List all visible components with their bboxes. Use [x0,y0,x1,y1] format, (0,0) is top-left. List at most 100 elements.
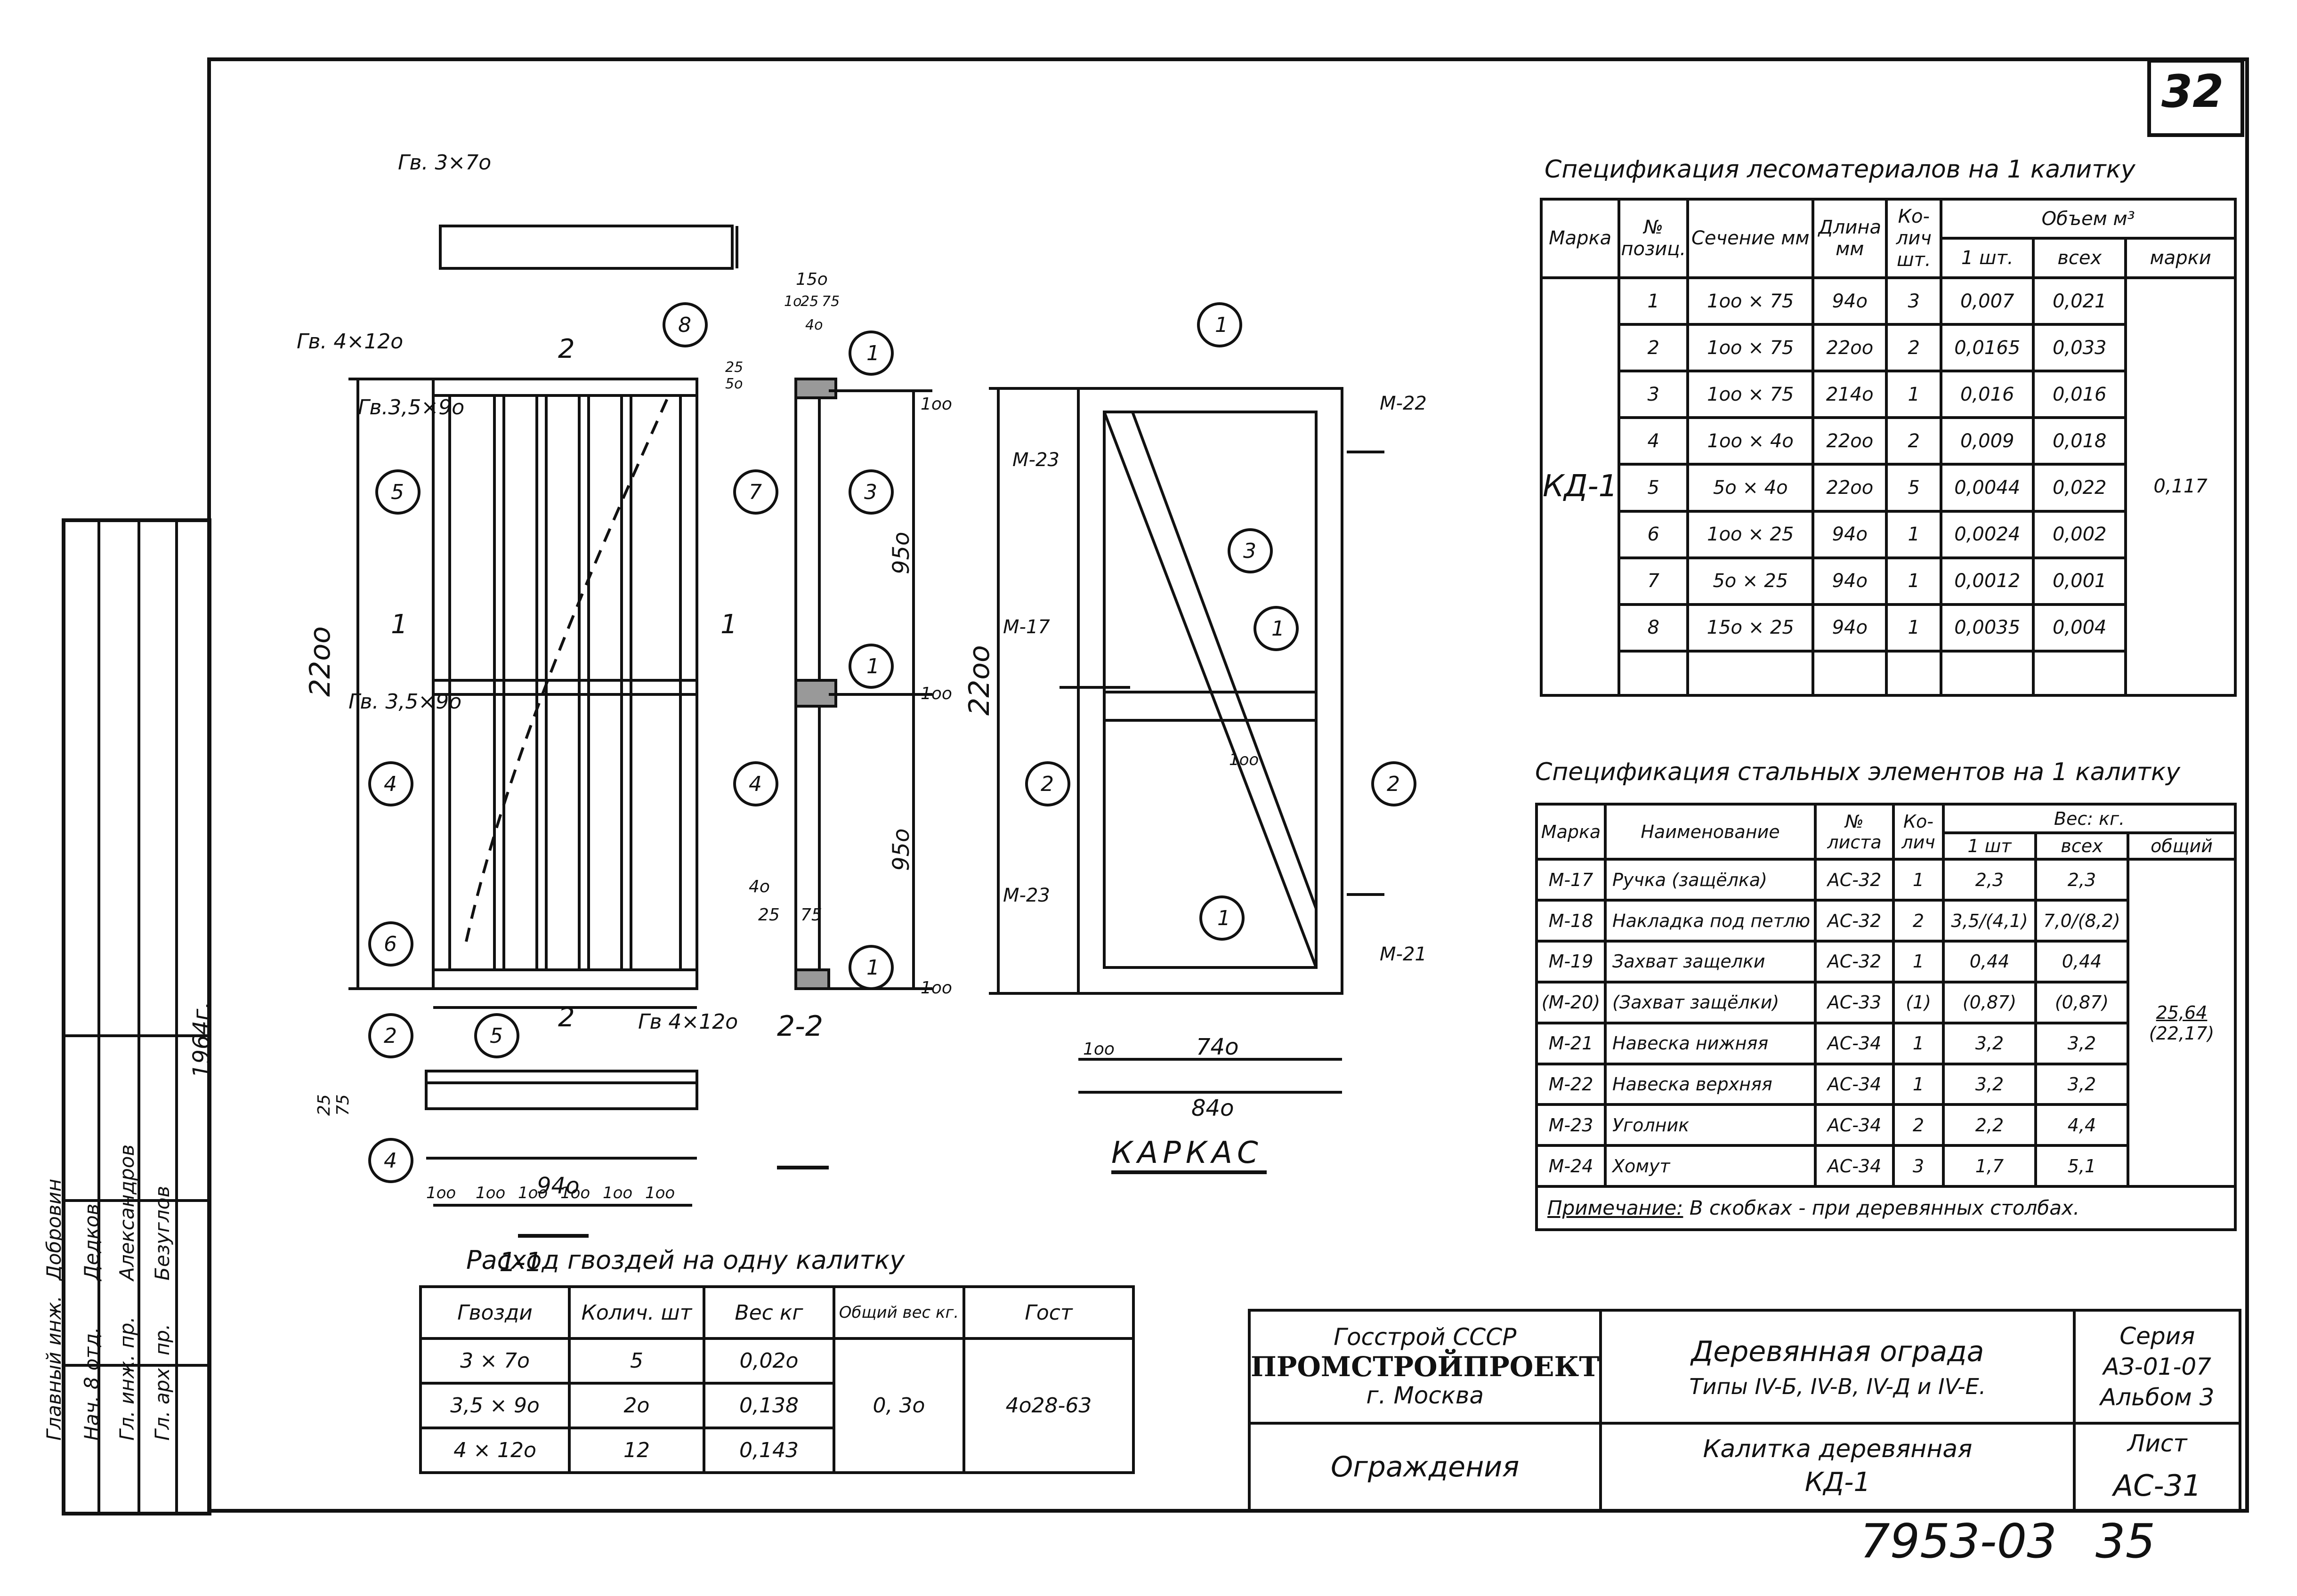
sec11-dim-b: 1оо [476,1184,505,1202]
tb-section: Ограждения [1247,1421,1602,1512]
pos-8: 8 [678,313,691,337]
table-row: 4 × 12о 12 0,143 [419,1427,1133,1474]
cell: 1оо × 75 [1686,323,1815,373]
cell: 0,0024 [1940,509,2035,559]
timber-mark: КД-1 [1539,276,1621,697]
cell: АС-34 [1814,1021,1895,1065]
table-row: 4 1оо × 4о 22оо 2 0,009 0,018 [1541,416,2235,466]
cell: 2 [1892,899,1945,943]
timber-total: 0,117 [2124,276,2237,697]
cell: 2 [1885,323,1943,373]
steel-total: 25,64 [2156,1002,2208,1023]
sec22-dim-75b: 75 [801,905,822,925]
nails-table: Гвозди Колич. шт Вес кг Общий вес кг. Го… [419,1285,1135,1474]
cell: Навеска верхняя [1604,1062,1817,1106]
nails-total: 0, 3о [833,1337,965,1474]
mark-m21: М-21 [1380,943,1427,965]
cell: 1 [1885,556,1943,606]
cell: 0,033 [2032,323,2127,373]
th-volume: Объем м³ [1940,197,2237,240]
cell: 1 [1618,276,1690,326]
tb-sheet: АС-31 [2113,1468,2201,1503]
cell: 12 [568,1427,705,1474]
th-per-piece: 1 шт. [1940,237,2035,279]
th-length: Длина мм [1812,198,1888,279]
timber-spec-title: Спецификация лесоматериалов на 1 калитку [1545,155,2135,184]
mark-m17: М-17 [1003,616,1050,638]
cell: 94о [1812,276,1888,326]
th-steel-all: всех [2034,831,2129,861]
timber-spec-table: Марка № позиц. Сечение мм Длина мм Ко-ли… [1539,197,2237,697]
table-row: М-18 Накладка под петлю АС-32 2 3,5/(4,1… [1535,899,2235,943]
th-nail: Гвозди [419,1285,571,1340]
table-row: (М-20) (Захват защёлки) АС-33 (1) (0,87)… [1535,980,2235,1024]
cell: Ручка (защёлка) [1604,858,1817,902]
mark-m23-top: М-23 [1012,449,1060,471]
sec22-dim-950a: 95о [888,532,914,574]
cell: (Захват защёлки) [1604,980,1817,1024]
sec22-dim-100b: 1оо [921,684,952,703]
cell: 0,44 [1942,940,2037,983]
cell: 1оо × 4о [1686,416,1815,466]
cell: 7,0/(8,2) [2034,899,2129,943]
cell: 5 [1885,463,1943,513]
steel-note-row: Примечание: В скобках - при деревянных с… [1535,1185,2237,1232]
cell: 6 [1618,509,1690,559]
cell: 1 [1885,603,1943,653]
tb-item-cell: Калитка деревянная КД-1 [1599,1421,2076,1512]
section-mark-1-left: 1 [391,609,408,640]
th-all: всех [2032,237,2127,279]
cell: 3 × 7о [419,1337,571,1385]
sec22-dim-25c: 25 [758,905,780,925]
tb-series-cell: Серия АЗ-01-07 Альбом 3 [2073,1309,2241,1425]
sec11-dim-total: 94о [537,1173,579,1199]
section-mark-2-top: 2 [558,334,575,364]
cell: 5о × 25 [1686,556,1815,606]
callout-nail-3x70: Гв. 3×7о [398,151,491,175]
page-number: 32 [2161,66,2224,118]
cell: 4 [1618,416,1690,466]
cell: 0,021 [2032,276,2127,326]
cell: 1оо × 75 [1686,276,1815,326]
sec22-dim-100c: 1оо [921,978,952,998]
th-nail-weight: Вес кг [703,1285,835,1340]
sec22-dim-100a: 1оо [921,395,952,414]
table-row: М-23 Уголник АС-34 2 2,2 4,4 [1535,1103,2235,1147]
cell: (1) [1892,980,1945,1024]
sec22-dim-950b: 95о [888,829,914,871]
tb-org1: Госстрой СССР [1334,1323,1517,1351]
page-number-box [2147,59,2244,137]
sec22-dim-150: 15о [796,270,828,289]
frame-pos-1c: 1 [1217,906,1230,930]
th-section: Сечение мм [1686,198,1815,279]
frame-pos-2-left: 2 [1041,772,1054,796]
sec22-dim-40b: 4о [749,877,770,896]
th-steel-name: Наименование [1604,802,1817,861]
tb-sheet-cell: Лист АС-31 [2073,1421,2241,1512]
cell: М-17 [1535,858,1607,902]
cell: М-18 [1535,899,1607,943]
table-row: 5 5о × 4о 22оо 5 0,0044 0,022 [1541,463,2235,513]
steel-total-cell: 25,64 (22,17) [2127,858,2237,1188]
mark-m23-bottom: М-23 [1003,885,1050,906]
cell: 3,2 [1942,1021,2037,1065]
cell: 7 [1618,556,1690,606]
cell: Захват защелки [1604,940,1817,983]
cell: Накладка под петлю [1604,899,1817,943]
cell: 2 [1618,323,1690,373]
cell: 8 [1618,603,1690,653]
th-mark: Марка [1539,198,1621,279]
cell: (0,87) [2034,980,2129,1024]
mark-m22: М-22 [1380,393,1427,414]
nails-gost: 4о28-63 [962,1337,1135,1474]
sec22-dim-25: 25 [801,293,818,310]
steel-note: Примечание: В скобках - при деревянных с… [1535,1185,2237,1232]
callout-nail-4x120: Гв. 4×12о [297,330,403,354]
cell: 0,143 [703,1427,835,1474]
cell: 4 × 12о [419,1427,571,1474]
cell: Хомут [1604,1144,1817,1188]
cell: 214о [1812,370,1888,419]
tb-series-label: Серия [2119,1322,2195,1350]
